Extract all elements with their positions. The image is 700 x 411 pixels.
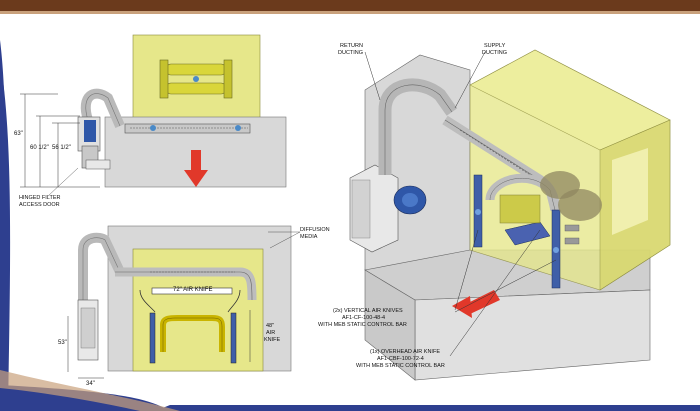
air-knife-48-label-2: AIR: [266, 330, 276, 336]
top-view-knife-frame: [159, 59, 233, 99]
air-knife-48-label-3: KNIFE: [264, 337, 281, 343]
top-view-airflow-arrow: [184, 150, 208, 187]
vertical-knives-label-2: AF1-CF-100-48-4: [342, 315, 386, 321]
dim-overall-height: 63": [14, 131, 23, 137]
dim-mid-height: 60 1/2": [30, 145, 49, 151]
diffusion-media-label-1: DIFFUSION: [300, 227, 330, 233]
air-knife-48-label-1: 48": [266, 323, 275, 329]
top-accent-bar: [0, 11, 700, 14]
vertical-knives-label-1: (2x) VERTICAL AIR KNIVES: [333, 308, 403, 314]
overhead-knife-label-1: (1x) OVERHEAD AIR KNIFE: [370, 349, 440, 355]
return-ducting-label-2: DUCTING: [338, 50, 364, 56]
supply-ducting-label-2: DUCTING: [482, 50, 508, 56]
overhead-knife-label-2: AF1-CBF-100-72-4: [377, 356, 424, 362]
overhead-knife-label-3: WITH MEB STATIC CONTROL BAR: [356, 363, 445, 369]
hinged-filter-label-2: ACCESS DOOR: [19, 202, 60, 208]
supply-ducting-label-1: SUPPLY: [484, 43, 506, 49]
return-ducting-label-1: RETURN: [340, 43, 363, 49]
vertical-knives-label-3: WITH MEB STATIC CONTROL BAR: [318, 322, 407, 328]
iso-airflow-arrow: [452, 290, 500, 318]
diffusion-media-label-2: MEDIA: [300, 234, 318, 240]
air-knife-72-label: 72" AIR KNIFE: [173, 287, 213, 293]
top-brown-bar: [0, 0, 700, 11]
dim-inner-height: 56 1/2": [52, 145, 71, 151]
hinged-filter-label-1: HINGED FILTER: [19, 195, 61, 201]
dim-34: 34": [86, 381, 95, 387]
dim-53: 53": [58, 340, 67, 346]
